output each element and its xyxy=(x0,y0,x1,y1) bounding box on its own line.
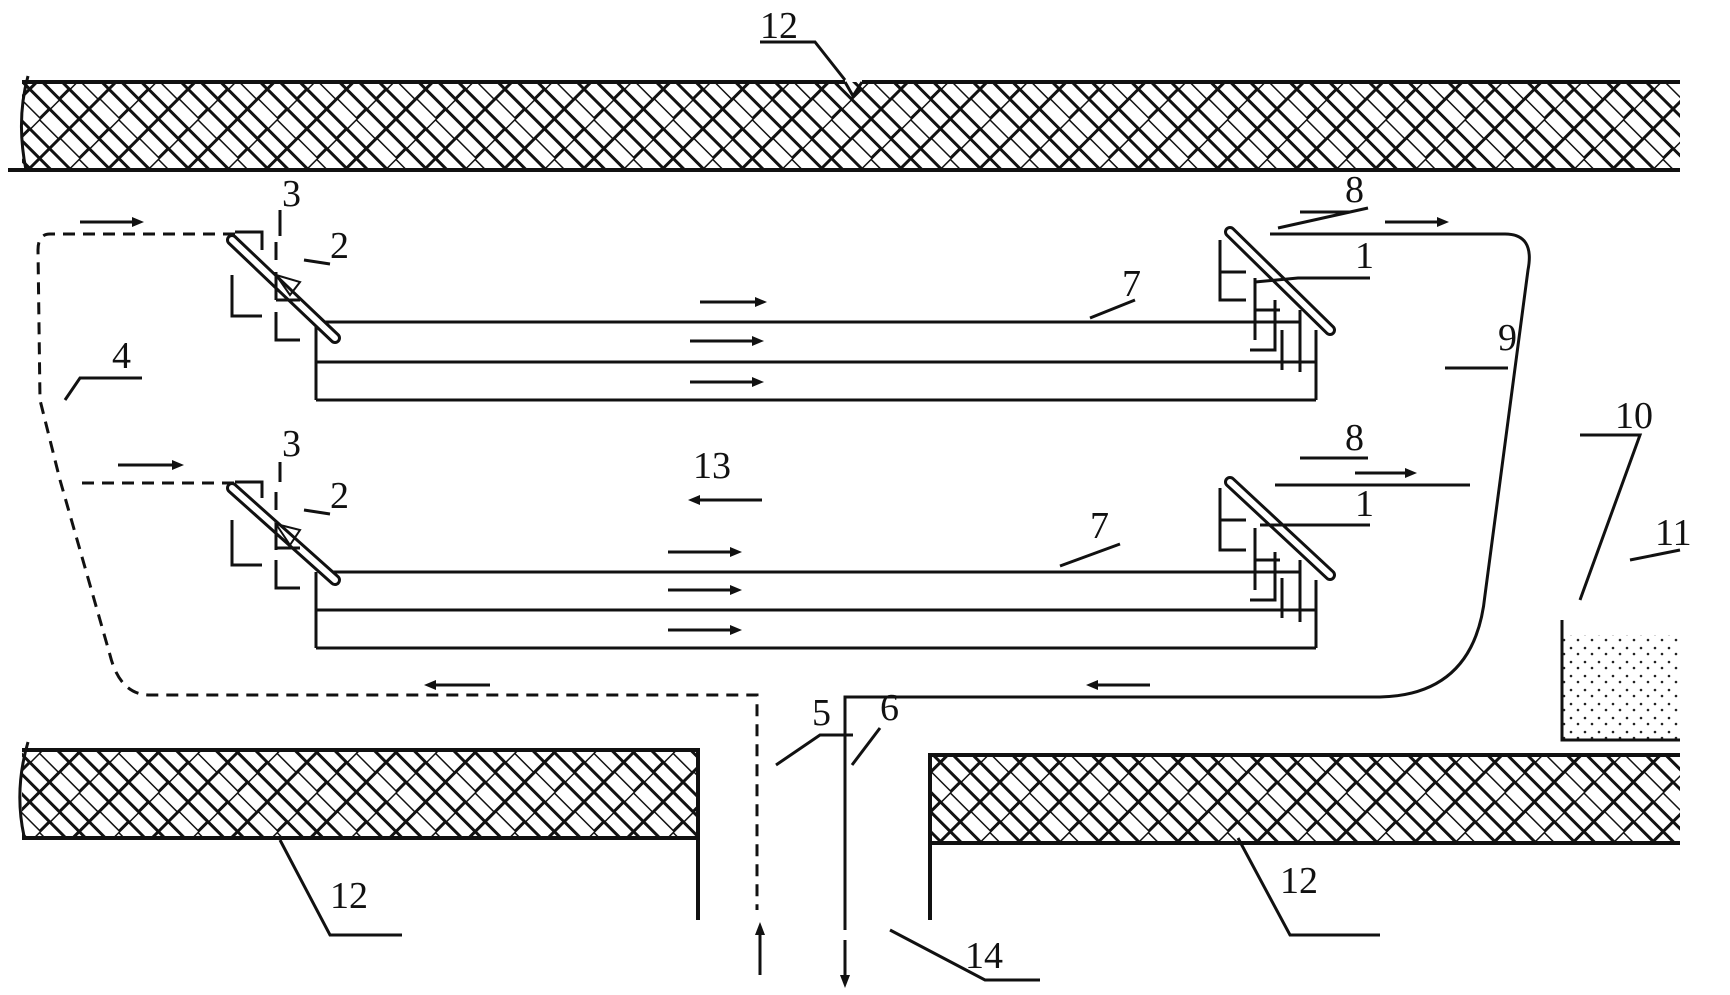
label-5: 5 xyxy=(812,692,831,734)
label-7-upper: 7 xyxy=(1122,263,1141,305)
flow-arrows xyxy=(80,217,1449,988)
label-11: 11 xyxy=(1655,512,1692,554)
label-4: 4 xyxy=(112,335,131,377)
label-12-bottom-left: 12 xyxy=(330,875,368,917)
upper-tube-bundle xyxy=(226,226,1336,402)
label-2-upper: 2 xyxy=(330,225,349,267)
label-1-lower: 1 xyxy=(1355,483,1374,525)
label-1-upper: 1 xyxy=(1355,235,1374,277)
return-pipe-solid xyxy=(843,232,1531,930)
filter-tank xyxy=(1560,620,1680,742)
label-8-upper: 8 xyxy=(1345,169,1364,211)
bottom-wall-left xyxy=(18,741,700,920)
bottom-wall-right xyxy=(928,753,1680,920)
supply-pipe-dashed xyxy=(36,232,759,910)
lower-tube-bundle xyxy=(226,476,1336,650)
label-8-lower: 8 xyxy=(1345,417,1364,459)
label-14: 14 xyxy=(965,935,1003,977)
label-10: 10 xyxy=(1615,395,1653,437)
label-6: 6 xyxy=(880,687,899,729)
label-3-lower: 3 xyxy=(282,423,301,465)
label-9: 9 xyxy=(1498,317,1517,359)
label-7-lower: 7 xyxy=(1090,505,1109,547)
label-13: 13 xyxy=(693,445,731,487)
label-12-bottom-right: 12 xyxy=(1280,860,1318,902)
part-labels: 12 3 2 7 8 1 9 4 3 2 13 7 8 1 10 11 5 6 … xyxy=(112,5,1692,977)
top-wall xyxy=(8,75,1680,172)
leader-lines xyxy=(63,40,1681,982)
label-3-upper: 3 xyxy=(282,173,301,215)
label-2-lower: 2 xyxy=(330,475,349,517)
label-12-top: 12 xyxy=(760,5,798,47)
